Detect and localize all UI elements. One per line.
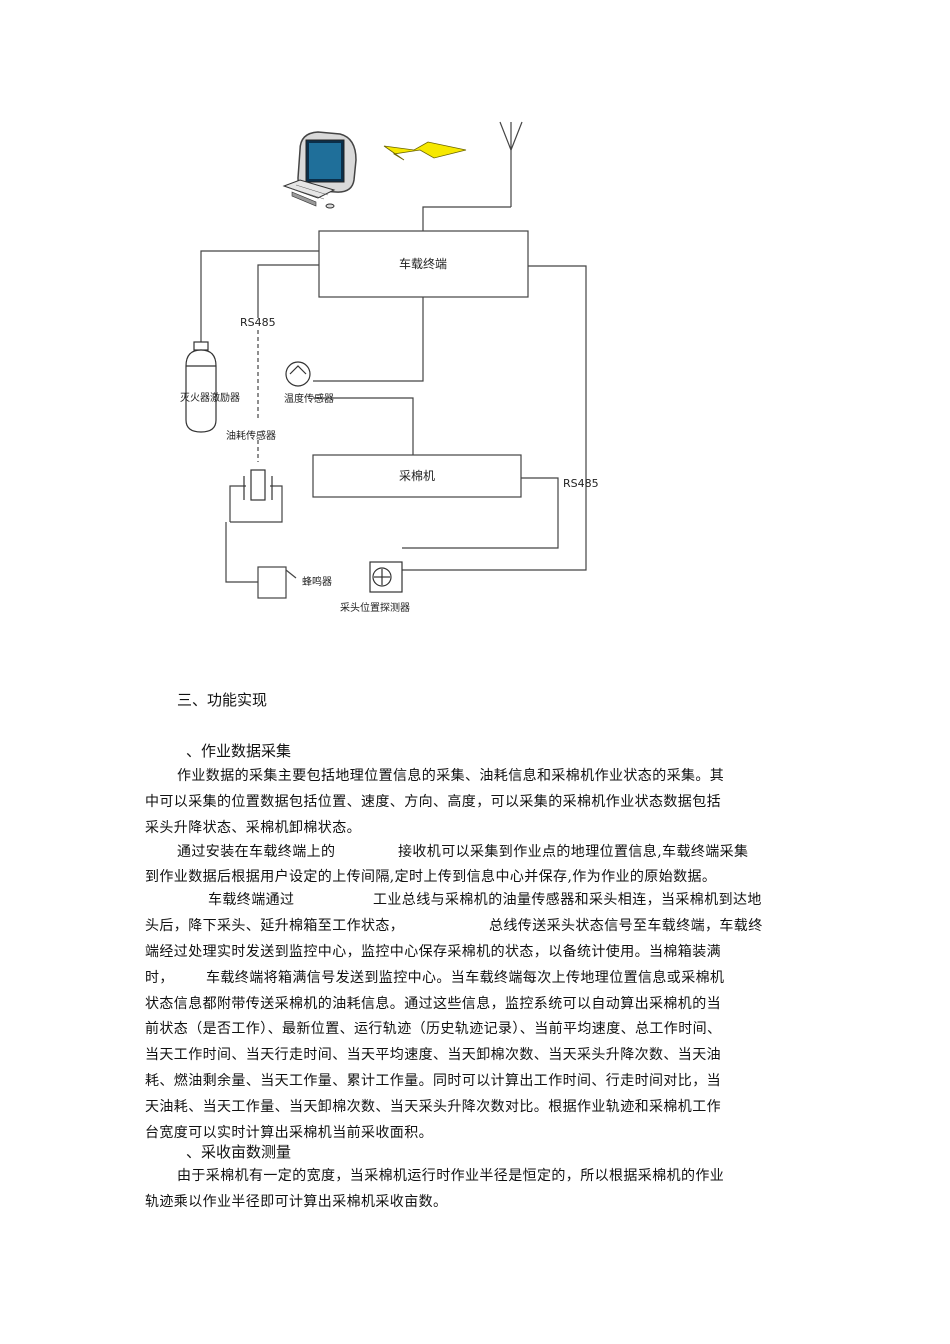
- p3-line-4b: 车载终端将箱满信号发送到监控中心。当车载终端每次上传地理位置信息或采棉机: [206, 970, 725, 986]
- p3-line-8: 耗、燃油剩余量、当天工作量、累计工作量。同时可以计算出工作时间、行走时间对比，当: [145, 1073, 721, 1089]
- system-diagram: 车载终端 采棉机 RS485 RS485 灭火器激励器 温度传感器 油耗传感器 …: [180, 121, 599, 614]
- p4-line-2: 轨迹乘以作业半径即可计算出采棉机采收亩数。: [145, 1194, 448, 1210]
- vehicle-terminal-label: 车载终端: [399, 256, 447, 271]
- p3-line-2a: 头后，降下采头、延升棉箱至工作状态，: [145, 918, 405, 934]
- extinguisher-label: 灭火器激励器: [180, 391, 240, 404]
- p3-line-1a: 车载终端通过: [208, 892, 295, 908]
- p4-line-1: 由于采棉机有一定的宽度，当采棉机运行时作业半径是恒定的，所以根据采棉机的作业: [177, 1168, 725, 1184]
- temperature-sensor-label: 温度传感器: [284, 392, 334, 405]
- p2-line-1a: 通过安装在车载终端上的: [177, 844, 336, 860]
- p2-line-2: 到作业数据后根据用户设定的上传间隔,定时上传到信息中心并保存,作为作业的原始数据…: [145, 869, 717, 885]
- p3-line-1b: 工业总线与采棉机的油量传感器和采头相连，当采棉机到达地: [373, 892, 762, 908]
- p3-line-6: 前状态（是否工作）、最新位置、运行轨迹（历史轨迹记录）、当前平均速度、总工作时间…: [145, 1021, 722, 1037]
- p3-line-2b: 总线传送采头状态信号至车载终端，车载终: [489, 918, 763, 934]
- p3-line-10: 台宽度可以实时计算出采棉机当前采收面积。: [145, 1125, 433, 1141]
- head-detector-label: 采头位置探测器: [340, 601, 410, 614]
- cotton-picker-box: [312, 454, 522, 498]
- p3-line-4a: 时，: [145, 970, 174, 986]
- p3-line-3: 端经过处理实时发送到监控中心，监控中心保存采棉机的状态，以备统计使用。当棉箱装满: [145, 944, 721, 960]
- p1-line-2: 中可以采集的位置数据包括位置、速度、方向、高度，可以采集的采棉机作业状态数据包括: [145, 794, 721, 810]
- fuel-sensor-icon: [243, 469, 273, 501]
- buzzer-label: 蜂鸣器: [302, 575, 332, 588]
- rs485-right-label: RS485: [563, 477, 599, 490]
- rs485-left-label: RS485: [240, 316, 276, 329]
- fuel-sensor-label: 油耗传感器: [226, 429, 276, 442]
- cotton-picker-label: 采棉机: [399, 469, 435, 483]
- temperature-sensor-icon: [285, 361, 311, 387]
- head-position-detector-icon: [369, 561, 403, 593]
- p3-line-5: 状态信息都附带传送采棉机的油耗信息。通过这些信息，监控系统可以自动算出采棉机的当: [145, 996, 721, 1012]
- p2-line-1b: 接收机可以采集到作业点的地理位置信息,车载终端采集: [398, 844, 749, 860]
- p3-line-7: 当天工作时间、当天行走时间、当天平均速度、当天卸棉次数、当天采头升降次数、当天油: [145, 1047, 721, 1063]
- computer-icon: [282, 131, 357, 209]
- wireless-signal-icon: [383, 141, 467, 161]
- p3-line-9: 天油耗、当天工作量、当天卸棉次数、当天采头升降次数对比。根据作业轨迹和采棉机工作: [145, 1099, 721, 1115]
- fire-extinguisher-icon: [185, 341, 217, 433]
- subsection-heading-data-collection: 、作业数据采集: [186, 742, 292, 760]
- subsection-heading-acreage: 、采收亩数测量: [186, 1143, 292, 1161]
- p1-line-1: 作业数据的采集主要包括地理位置信息的采集、油耗信息和采棉机作业状态的采集。其: [177, 768, 725, 784]
- section-heading: 三、功能实现: [177, 691, 268, 709]
- antenna-icon: [499, 121, 523, 207]
- p1-line-3: 采头升降状态、采棉机卸棉状态。: [145, 820, 361, 836]
